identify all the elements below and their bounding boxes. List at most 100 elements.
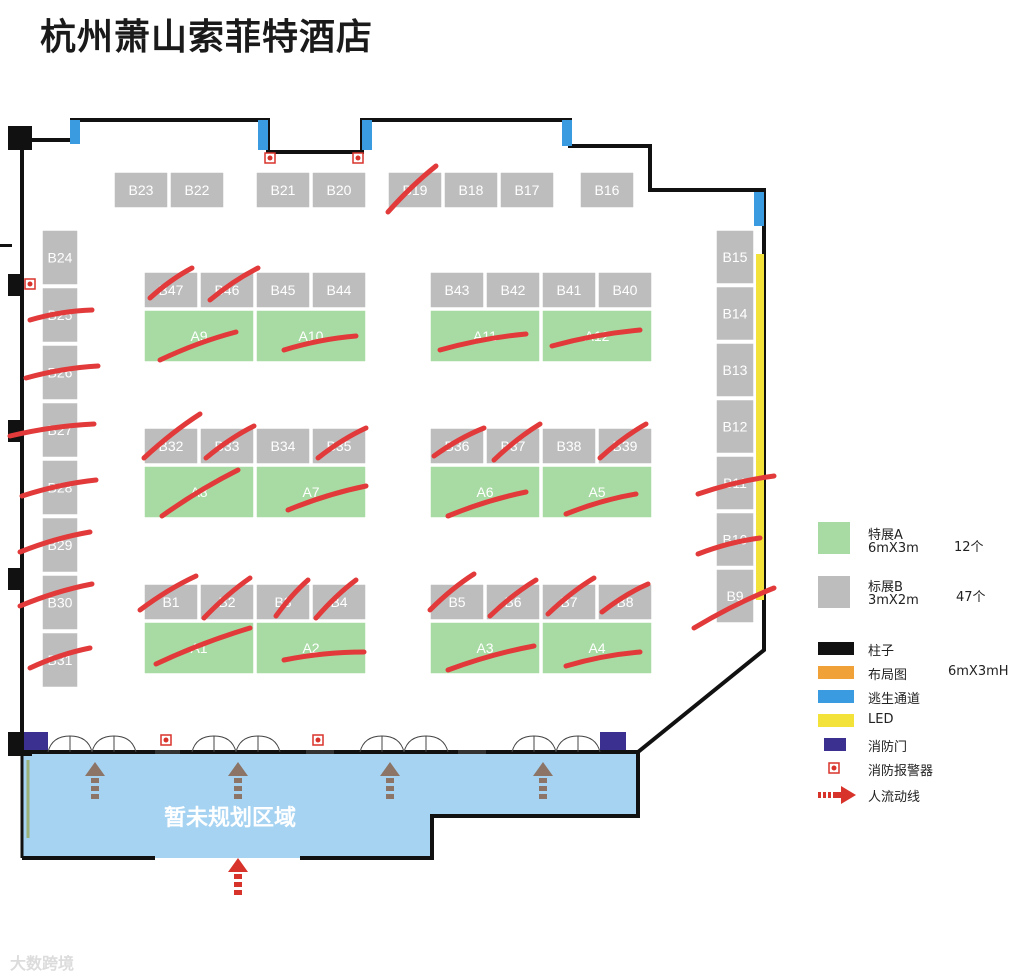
- booth-b36: B36: [429, 427, 485, 465]
- booth-label: B43: [445, 282, 470, 298]
- booth-a9: A9: [143, 309, 255, 363]
- booth-b30: B30: [41, 574, 79, 631]
- door-swing: [555, 735, 579, 753]
- booth-b14: B14: [715, 285, 755, 342]
- legend-special-size: 6mX3m: [868, 541, 919, 556]
- booth-label: A6: [476, 484, 493, 500]
- booth-label: B20: [327, 182, 352, 198]
- strike-mark: [207, 265, 261, 303]
- booth-label: B42: [501, 282, 526, 298]
- fire-alarm-icon: [828, 762, 840, 774]
- legend-special-count: 12个: [954, 540, 984, 555]
- booth-b39: B39: [597, 427, 653, 465]
- columns: [0, 126, 32, 756]
- fire-alarms: [24, 152, 364, 746]
- booth-label: B41: [557, 282, 582, 298]
- fire-door-swatch: [824, 738, 846, 751]
- door-swing: [577, 735, 601, 753]
- booth-label: B38: [557, 438, 582, 454]
- flow-arrows: [85, 762, 553, 895]
- fire-alarm-icon: [24, 278, 36, 290]
- legend-standard-count: 47个: [956, 590, 986, 605]
- booth-label: B40: [613, 282, 638, 298]
- strike-mark: [159, 467, 241, 519]
- booth-b23: B23: [113, 171, 169, 209]
- escape-swatch: [818, 690, 854, 703]
- booth-label: B19: [403, 182, 428, 198]
- booth-b20: B20: [311, 171, 367, 209]
- strike-mark: [385, 163, 439, 215]
- fire-alarm-icon: [160, 734, 172, 746]
- strike-mark: [7, 421, 97, 439]
- strike-mark: [201, 575, 253, 621]
- door-swing: [91, 735, 115, 753]
- booth-label: B23: [129, 182, 154, 198]
- strike-mark: [281, 649, 367, 663]
- booth-b42: B42: [485, 271, 541, 309]
- entrance-arrow-icon: [228, 858, 248, 895]
- door-swing: [381, 735, 405, 753]
- strike-mark: [147, 265, 195, 301]
- strike-mark: [153, 625, 253, 667]
- booth-label: B16: [595, 182, 620, 198]
- strike-mark: [491, 421, 543, 463]
- venue-title: 杭州萧山索菲特酒店: [40, 17, 374, 58]
- booth-label: A2: [302, 640, 319, 656]
- fire-alarm-icon: [312, 734, 324, 746]
- flow-arrow-up-icon: [533, 762, 553, 799]
- strike-mark: [563, 649, 643, 669]
- fire-alarm-icon: [352, 152, 364, 164]
- strike-mark: [695, 473, 777, 497]
- door-swing: [191, 735, 215, 753]
- strike-mark: [313, 577, 359, 621]
- strike-mark: [691, 585, 777, 631]
- door-swing: [213, 735, 237, 753]
- booth-b45: B45: [255, 271, 311, 309]
- column-swatch: [818, 642, 854, 655]
- door-swing: [113, 735, 137, 753]
- escape-passages: [70, 120, 764, 226]
- legend-layout-dim: 6mX3mH: [948, 664, 1009, 679]
- legend-special-name: 特展A: [868, 528, 903, 543]
- strike-mark: [549, 327, 643, 349]
- fire-doors: [24, 732, 626, 750]
- door-swing: [257, 735, 281, 753]
- door-swing: [425, 735, 449, 753]
- strike-mark: [597, 421, 649, 461]
- flow-arrow-up-icon: [380, 762, 400, 799]
- booth-b41: B41: [541, 271, 597, 309]
- booth-label: B15: [723, 249, 748, 265]
- door-swing: [69, 735, 93, 753]
- legend-escape: 逃生通道: [868, 692, 921, 707]
- booth-label: B44: [327, 282, 352, 298]
- booth-b17: B17: [499, 171, 555, 209]
- strike-mark: [445, 643, 537, 673]
- booth-b21: B21: [255, 171, 311, 209]
- booth-a2: A2: [255, 621, 367, 675]
- flow-arrow-up-icon: [85, 762, 105, 799]
- legend: 特展A 6mX3m 12个 标展B 3mX2m 47个 柱子 布局图 6mX3m…: [816, 520, 1024, 820]
- booth-label: B17: [515, 182, 540, 198]
- strike-mark: [27, 645, 93, 671]
- booth-b3: B3: [255, 583, 311, 621]
- booth-b16: B16: [579, 171, 635, 209]
- booth-b43: B43: [429, 271, 485, 309]
- door-swing: [235, 735, 259, 753]
- booth-b2: B2: [199, 583, 255, 621]
- booth-b40: B40: [597, 271, 653, 309]
- booth-label: B33: [215, 438, 240, 454]
- strike-mark: [157, 329, 239, 363]
- door-swing: [533, 735, 557, 753]
- booth-b15: B15: [715, 229, 755, 285]
- legend-fire-alarm: 消防报警器: [868, 764, 934, 779]
- strike-mark: [273, 577, 311, 619]
- strike-mark: [695, 535, 763, 557]
- booth-label: B30: [48, 595, 73, 611]
- booth-b24: B24: [41, 229, 79, 286]
- flow-arrow-icon: [818, 786, 856, 804]
- booth-label: B18: [459, 182, 484, 198]
- legend-standard-size: 3mX2m: [868, 593, 919, 608]
- booth-label: B12: [723, 419, 748, 435]
- booth-label: A3: [476, 640, 493, 656]
- doors: [47, 735, 601, 754]
